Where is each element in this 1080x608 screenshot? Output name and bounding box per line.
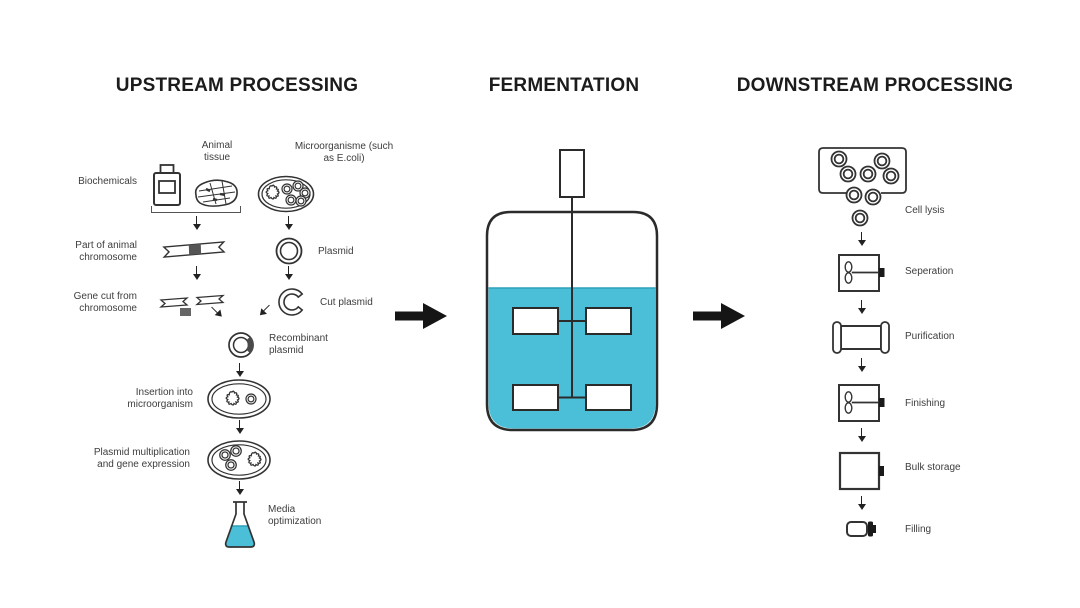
separation-icon (838, 254, 885, 292)
grouping-bracket-icon (151, 206, 241, 213)
separation-label: Seperation (905, 266, 954, 277)
arrow-down-icon (857, 358, 866, 372)
purification-label: Purification (905, 331, 955, 342)
fermentation-title: FERMENTATION (488, 75, 640, 96)
animal-tissue-icon (194, 179, 238, 207)
bulk-storage-icon (838, 451, 884, 491)
arrow-down-icon (857, 232, 866, 246)
recombinant-plasmid-label: Recombinant plasmid (269, 333, 328, 356)
insertion-label: Insertion into microorganism (127, 387, 193, 410)
cell-lysis-label: Cell lysis (905, 205, 945, 216)
upstream-title: UPSTREAM PROCESSING (115, 75, 359, 96)
purification-icon (832, 321, 890, 354)
biochemicals-bottle-icon (153, 164, 181, 206)
bioreactor-icon (485, 149, 659, 432)
arrow-down-icon (857, 300, 866, 314)
plasmid-multiplication-label: Plasmid multiplication and gene expressi… (93, 447, 190, 470)
arrow-down-icon (284, 266, 293, 280)
insertion-microorganism-icon (207, 379, 271, 419)
downstream-title: DOWNSTREAM PROCESSING (736, 75, 1014, 96)
arrow-diagonal-icon (256, 302, 272, 318)
media-flask-icon (224, 501, 256, 548)
gene-cut-icon (159, 294, 225, 316)
bulk-storage-label: Bulk storage (905, 462, 961, 473)
plasmid-label: Plasmid (318, 246, 354, 257)
chromosome-icon (162, 241, 226, 258)
filling-label: Filling (905, 524, 932, 535)
animal-tissue-label: Animal tissue (201, 140, 233, 163)
plasmid-icon (275, 237, 303, 265)
arrow-down-icon (192, 266, 201, 280)
arrow-down-icon (284, 216, 293, 230)
finishing-label: Finishing (905, 398, 946, 409)
cut-plasmid-icon (278, 288, 304, 316)
multiplication-microorganism-icon (207, 440, 271, 480)
cell-lysis-icon (818, 147, 907, 227)
arrow-down-icon (192, 216, 201, 230)
cut-plasmid-label: Cut plasmid (320, 297, 373, 308)
microorganism-icon (257, 175, 315, 213)
biochemicals-label: Biochemicals (78, 176, 137, 187)
recombinant-plasmid-icon (228, 332, 254, 358)
microorganism-label: Microorganisme (such as E.coli) (294, 141, 394, 164)
arrow-down-icon (235, 363, 244, 377)
arrow-down-icon (235, 420, 244, 434)
flow-arrow-icon (693, 303, 745, 329)
arrow-down-icon (857, 496, 866, 510)
arrow-down-icon (235, 481, 244, 495)
finishing-icon (838, 384, 885, 422)
media-optimization-label: Media optimization (268, 504, 322, 527)
arrow-down-icon (857, 428, 866, 442)
flow-arrow-icon (395, 303, 447, 329)
gene-cut-label: Gene cut from chromosome (73, 291, 137, 314)
filling-icon (846, 521, 876, 537)
part-of-animal-chromosome-label: Part of animal chromosome (75, 240, 137, 263)
